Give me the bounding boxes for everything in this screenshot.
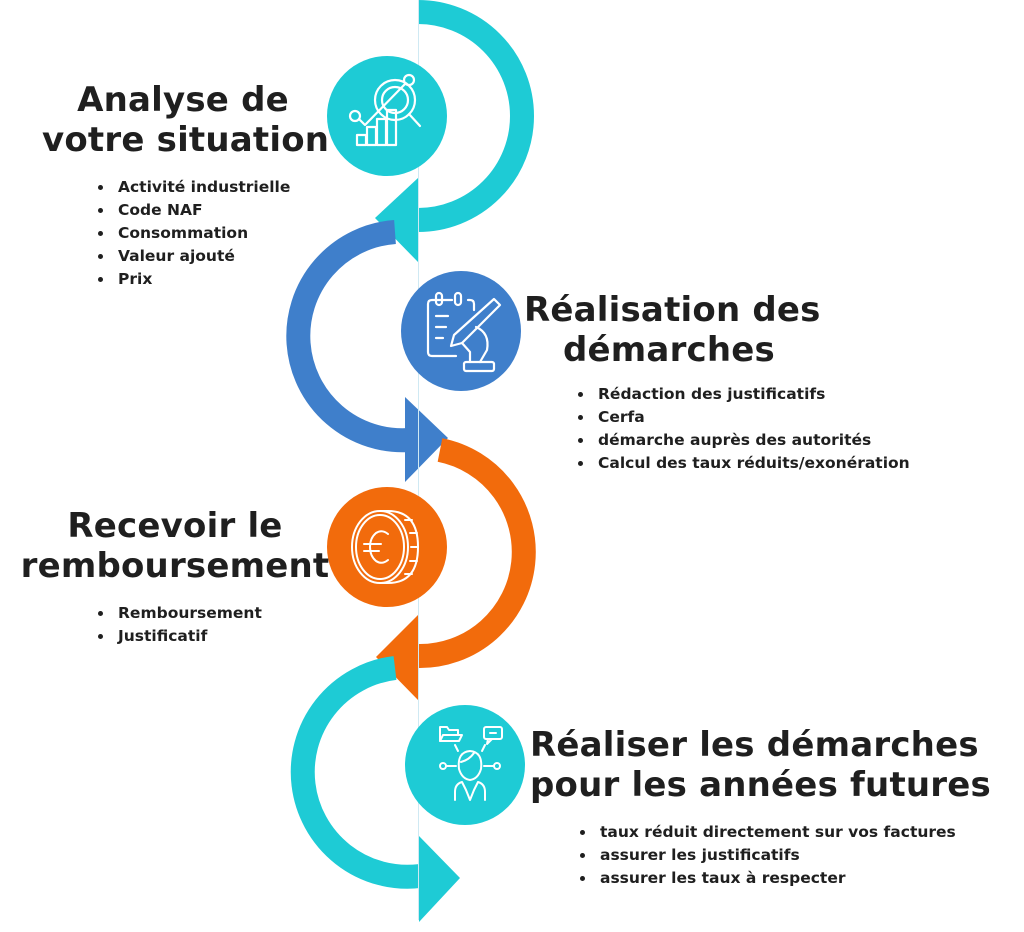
bullet-item: Calcul des taux réduits/exonération <box>594 452 910 475</box>
step-2-title: Réalisation des démarches <box>524 290 821 370</box>
bullet-item: Activité industrielle <box>114 176 290 199</box>
step-2-title-line-2: démarches <box>563 330 775 370</box>
step-1-bullets: Activité industrielle Code NAF Consommat… <box>92 176 290 291</box>
bullet-item: Cerfa <box>594 406 910 429</box>
bullet-item: Consommation <box>114 222 290 245</box>
bullet-item: Rédaction des justificatifs <box>594 383 910 406</box>
step-4-title-line-2: pour les années futures <box>530 765 991 805</box>
chart-magnifier-icon <box>327 56 447 176</box>
bullet-item: Valeur ajouté <box>114 245 290 268</box>
bullet-item: Remboursement <box>114 602 262 625</box>
arrow-step-1 <box>375 0 534 262</box>
step-3-title-line-1: Recevoir le <box>67 506 283 546</box>
arrow-step-2 <box>286 220 448 482</box>
bullet-item: Prix <box>114 268 290 291</box>
bullet-item: démarche auprès des autorités <box>594 429 910 452</box>
step-2-title-line-1: Réalisation des <box>524 290 821 330</box>
euro-coin-icon <box>327 487 447 607</box>
bullet-item: taux réduit directement sur vos factures <box>596 821 956 844</box>
step-1-title-line-2: votre situation <box>42 120 330 160</box>
step-4-title: Réaliser les démarches pour les années f… <box>530 725 991 805</box>
step-1-title: Analyse de votre situation <box>42 80 330 160</box>
step-3-title-line-2: remboursement <box>20 546 330 586</box>
document-writing-hand-icon <box>401 271 521 391</box>
step-3-title: Recevoir le remboursement <box>20 506 330 586</box>
person-network-icon <box>405 705 525 825</box>
step-4-bullets: taux réduit directement sur vos factures… <box>574 821 956 890</box>
bullet-item: assurer les justificatifs <box>596 844 956 867</box>
bullet-item: Justificatif <box>114 625 262 648</box>
arrow-step-3 <box>376 438 536 700</box>
step-2-bullets: Rédaction des justificatifs Cerfa démarc… <box>572 383 910 475</box>
step-1-title-line-1: Analyse de <box>77 80 289 120</box>
step-3-bullets: Remboursement Justificatif <box>92 602 262 648</box>
step-4-title-line-1: Réaliser les démarches <box>530 725 979 765</box>
arrow-step-4 <box>290 656 460 922</box>
bullet-item: Code NAF <box>114 199 290 222</box>
bullet-item: assurer les taux à respecter <box>596 867 956 890</box>
